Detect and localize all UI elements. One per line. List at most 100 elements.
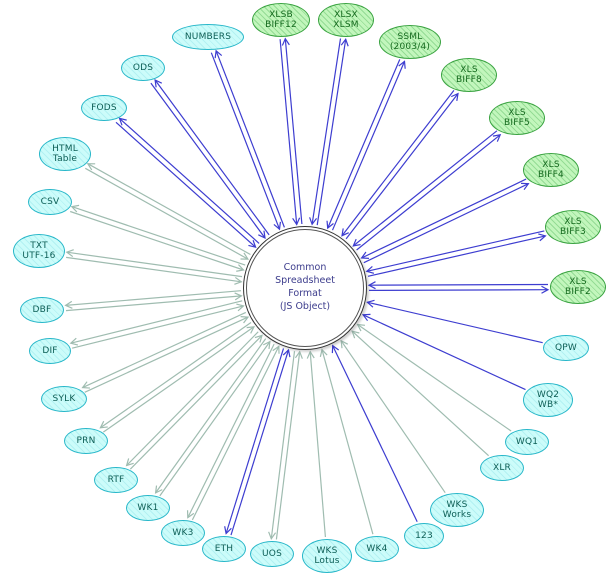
format-node-label: XLS bbox=[460, 64, 478, 75]
center-label-line: Common bbox=[283, 262, 327, 274]
format-node-label: XLSB bbox=[269, 9, 293, 20]
format-node-sylk: SYLK bbox=[41, 386, 87, 412]
arrow-wks-works bbox=[340, 339, 446, 494]
center-label-line: Format bbox=[288, 288, 322, 299]
format-node-label: BIFF8 bbox=[456, 75, 482, 85]
format-node-ods: ODS bbox=[121, 55, 165, 81]
arrow-wk3 bbox=[186, 343, 280, 521]
format-node-label: XLSX bbox=[334, 9, 358, 20]
arrow-wk1 bbox=[154, 338, 271, 497]
format-node-prn: PRN bbox=[64, 428, 108, 454]
format-node-123: 123 bbox=[404, 523, 444, 549]
format-node-qpw: QPW bbox=[543, 335, 589, 361]
arrow-wks-lotus bbox=[306, 350, 326, 538]
arrow-wk4 bbox=[319, 348, 374, 535]
format-node-label: SSML bbox=[397, 31, 423, 42]
arrow-xlsb-biff12 bbox=[279, 37, 303, 226]
format-node-label: TXT bbox=[30, 240, 48, 251]
format-node-label: (2003/4) bbox=[389, 42, 431, 52]
format-node-label: DBF bbox=[32, 304, 52, 315]
format-node-label: XLS bbox=[542, 159, 560, 170]
format-node-label: 123 bbox=[415, 530, 433, 541]
format-node-label: HTML bbox=[52, 143, 78, 154]
arrow-xls-biff2 bbox=[367, 281, 550, 294]
format-node-label: WK3 bbox=[172, 527, 194, 538]
format-node-wk1: WK1 bbox=[126, 495, 170, 521]
format-node-fods: FODS bbox=[81, 95, 127, 121]
arrow-fods bbox=[115, 117, 260, 249]
format-node-label: BIFF4 bbox=[538, 170, 564, 180]
format-node-dif: DIF bbox=[29, 338, 71, 364]
format-node-rtf: RTF bbox=[94, 467, 138, 493]
arrow-xls-biff8 bbox=[341, 90, 459, 240]
format-node-label: SYLK bbox=[52, 393, 76, 404]
arrow-xls-biff5 bbox=[352, 130, 502, 251]
arrow-qpw bbox=[366, 299, 543, 344]
center-label-line: Spreadsheet bbox=[275, 275, 335, 287]
format-node-label: XLS bbox=[508, 107, 526, 118]
arrow-prn bbox=[99, 322, 256, 433]
arrow-csv bbox=[70, 204, 246, 272]
format-node-label: QPW bbox=[554, 342, 577, 353]
format-node-label: WK1 bbox=[137, 502, 159, 513]
format-node-label: NUMBERS bbox=[184, 31, 232, 42]
format-node-label: WK4 bbox=[366, 543, 388, 554]
format-node-eth: ETH bbox=[202, 536, 246, 562]
arrow-xls-biff4 bbox=[360, 178, 530, 264]
format-node-label: WQ1 bbox=[515, 436, 539, 447]
arrow-dbf bbox=[64, 290, 243, 312]
format-node-label: WKS bbox=[446, 499, 468, 510]
arrow-sylk bbox=[81, 311, 250, 393]
arrow-xls-biff3 bbox=[365, 230, 547, 277]
arrow-wq1 bbox=[356, 323, 512, 432]
format-node-label: WB* bbox=[537, 400, 559, 410]
format-node-label: Works bbox=[442, 510, 472, 520]
format-node-label: FODS bbox=[91, 102, 117, 113]
arrow-numbers bbox=[210, 49, 285, 231]
format-node-label: ETH bbox=[214, 543, 234, 554]
format-node-label: BIFF2 bbox=[565, 287, 591, 297]
format-node-label: Lotus bbox=[314, 556, 340, 566]
arrow-123 bbox=[331, 344, 418, 523]
format-node-label: DIF bbox=[42, 345, 58, 356]
format-node-ssml-2003-4: SSML(2003/4) bbox=[379, 25, 441, 59]
format-node-label: WKS bbox=[316, 545, 338, 556]
arrow-ods bbox=[150, 78, 270, 240]
format-node-wk4: WK4 bbox=[355, 536, 399, 562]
arrow-html-table bbox=[85, 163, 251, 260]
format-node-label: ODS bbox=[132, 62, 154, 73]
arrow-wq2-wb bbox=[361, 313, 526, 391]
format-node-uos: UOS bbox=[250, 541, 294, 567]
format-node-label: RTF bbox=[107, 474, 125, 485]
format-node-label: Table bbox=[52, 154, 78, 164]
format-node-label: UOS bbox=[262, 548, 282, 559]
arrow-uos bbox=[268, 350, 303, 540]
arrow-ssml-2003-4 bbox=[326, 59, 406, 231]
format-node-numbers: NUMBERS bbox=[172, 24, 244, 50]
center-node-common-spreadsheet-format: Common Spreadsheet Format (JS Object) bbox=[243, 226, 367, 350]
format-node-label: XLR bbox=[492, 462, 512, 473]
format-node-label: CSV bbox=[40, 196, 60, 207]
arrow-rtf bbox=[125, 331, 263, 470]
format-node-label: XLS bbox=[564, 216, 582, 227]
format-node-wk3: WK3 bbox=[161, 520, 205, 546]
format-node-label: PRN bbox=[76, 435, 96, 446]
arrow-xlsx-xlsm bbox=[309, 38, 349, 226]
format-node-label: XLSM bbox=[333, 20, 359, 30]
format-node-dbf: DBF bbox=[20, 297, 64, 323]
format-node-label: BIFF3 bbox=[560, 227, 586, 237]
format-node-wq1: WQ1 bbox=[505, 429, 549, 455]
